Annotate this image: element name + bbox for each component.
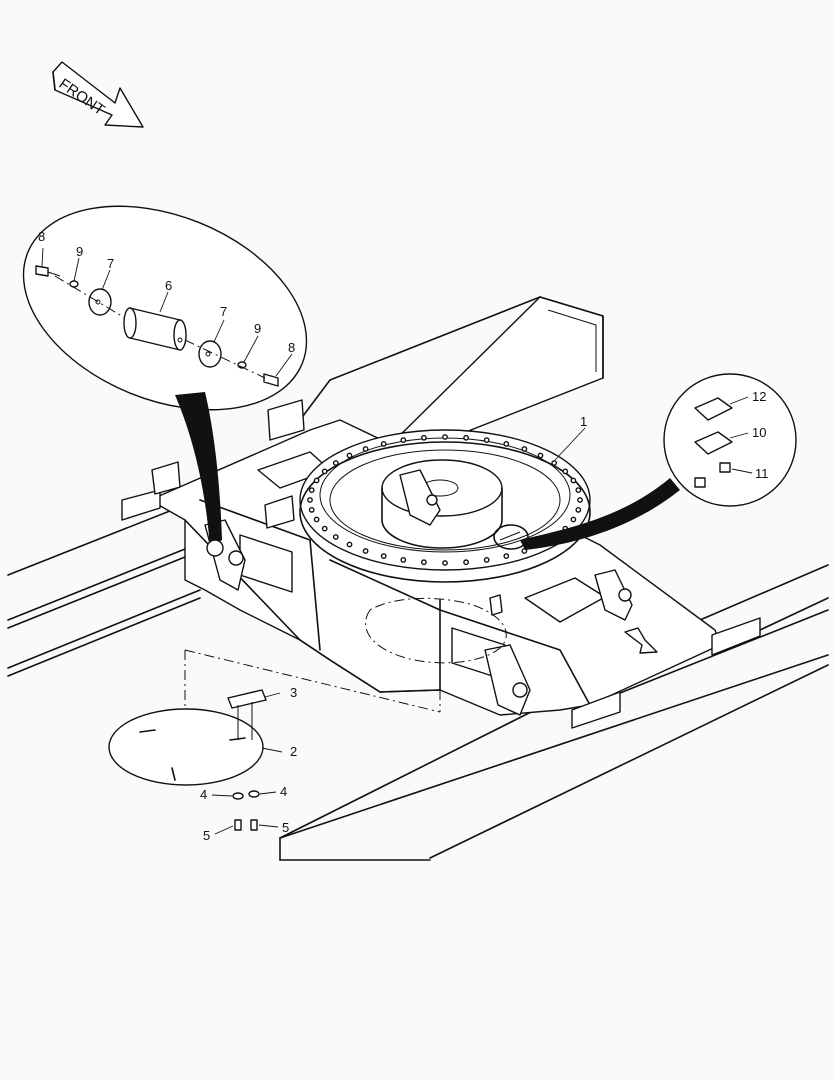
callout-1: 1 (580, 414, 587, 429)
callout-2: 2 (290, 744, 297, 759)
bolt-hole (575, 487, 582, 493)
bolt-hole (346, 452, 353, 459)
callout-7-right: 7 (220, 304, 227, 319)
bolt-hole (308, 487, 315, 493)
bolt-hole (570, 516, 577, 523)
bolt-hole (420, 434, 427, 441)
callout-6: 6 (165, 278, 172, 293)
bolt-hole (551, 460, 558, 466)
callout-9-left: 9 (76, 244, 83, 259)
bolt-hole (442, 434, 448, 440)
callout-4-left: 4 (200, 787, 207, 802)
callout-12: 11 (755, 466, 769, 481)
swing-bearing (299, 429, 591, 583)
bolt-hole (321, 525, 328, 532)
bolt-hole (313, 477, 320, 484)
callout-labels: 8 9 7 6 7 9 8 1 12 10 11 3 2 4 4 5 5 (38, 229, 769, 843)
callout-5-right: 5 (282, 820, 289, 835)
chassis-rails (7, 296, 829, 861)
bolt-hole (420, 559, 427, 566)
bolt-hole (570, 477, 577, 484)
bolt-hole (332, 460, 339, 466)
bolt-hole (380, 440, 387, 447)
cover-plate-assembly (108, 689, 267, 831)
bolt-hole (503, 553, 510, 559)
front-arrow: FRONT (52, 61, 144, 128)
bolt-hole (483, 557, 490, 563)
detail-view-left (22, 205, 308, 557)
bolt-hole (400, 437, 407, 443)
bolt-hole (308, 506, 315, 513)
bolt-hole (483, 437, 490, 443)
bolt-hole (562, 468, 569, 475)
bearing-bolt-holes (307, 434, 583, 566)
bolt-hole (577, 497, 583, 503)
bolt-hole (380, 553, 387, 559)
bolt-hole (537, 452, 544, 459)
callout-3: 3 (290, 685, 297, 700)
bolt-hole (321, 468, 328, 475)
leader-lines (41, 247, 753, 835)
bolt-hole (575, 506, 582, 513)
bolt-hole (346, 541, 353, 548)
detail-view-right (520, 373, 797, 550)
callout-9-right: 9 (254, 321, 261, 336)
bolt-hole (313, 516, 320, 523)
bolt-hole (362, 446, 369, 452)
bolt-hole (503, 440, 510, 447)
bolt-hole (442, 560, 448, 566)
cover-location-outline (365, 597, 507, 664)
bolt-hole (521, 446, 528, 452)
bolt-hole (332, 534, 339, 540)
bolt-hole (463, 559, 469, 566)
bolt-hole (463, 434, 469, 441)
callout-8-right: 8 (288, 340, 295, 355)
callout-11: 12 (752, 389, 766, 404)
bolt-hole (400, 557, 407, 563)
bolt-hole (362, 548, 369, 554)
callout-7-left: 7 (107, 256, 114, 271)
callout-8-left: 8 (38, 229, 45, 244)
callout-4-right: 4 (280, 784, 287, 799)
callout-10: 10 (752, 425, 766, 440)
bolt-hole (307, 497, 313, 503)
callout-5-left: 5 (203, 828, 210, 843)
